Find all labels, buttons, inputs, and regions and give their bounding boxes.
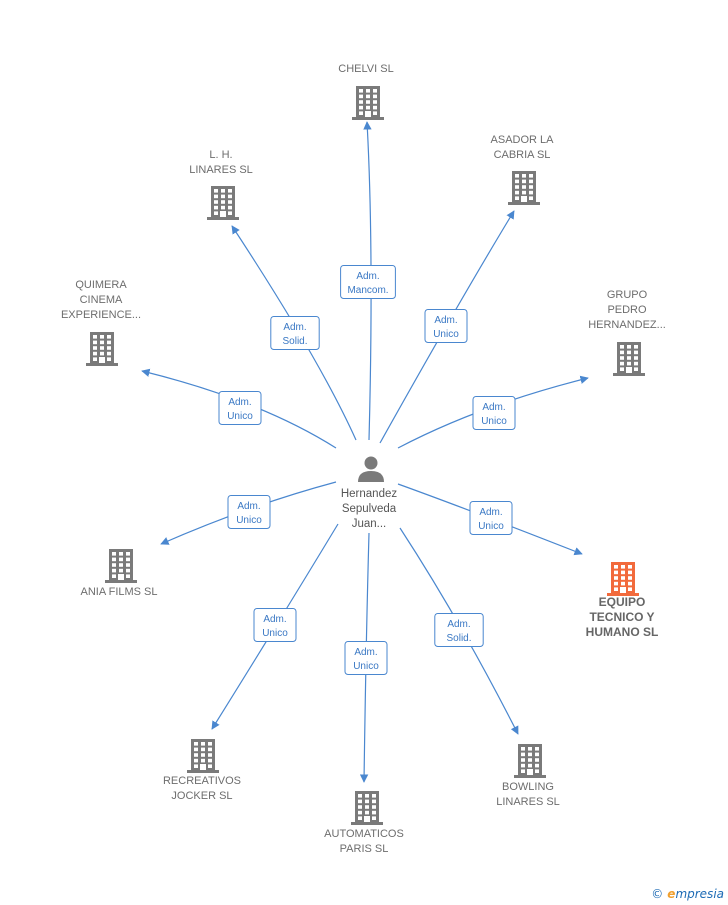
copyright-icon: © [651,887,664,901]
relation-label-line: Adm. [354,647,377,658]
relation-label-line: Solid. [282,336,307,347]
relation-label-line: Unico [236,515,262,526]
relation-label-chelvi[interactable]: Adm. Mancom. [340,265,396,299]
relation-label-line: Unico [478,521,504,532]
relation-label-line: Adm. [356,271,379,282]
relation-label-bowling[interactable]: Adm. Solid. [434,613,484,647]
company-label-line: PEDRO [607,304,647,316]
company-node-asador[interactable]: ASADOR LA CABRIA SL [491,134,555,205]
company-node-quimera[interactable]: QUIMERA CINEMA EXPERIENCE... [61,279,141,366]
relation-label-ania[interactable]: Adm. Unico [227,495,271,529]
company-node-recreativos[interactable]: RECREATIVOS JOCKER SL [163,739,241,802]
relation-label-line: Unico [262,628,288,639]
company-label-line: L. H. [209,149,232,161]
company-label-line: LINARES SL [189,164,253,176]
company-node-bowling[interactable]: BOWLING LINARES SL [496,744,560,808]
building-icon [105,549,137,583]
company-label-line: ANIA FILMS SL [80,586,157,598]
relation-label-equipo[interactable]: Adm. Unico [469,501,513,535]
company-label-line: ASADOR LA [491,134,555,146]
building-icon [352,86,384,120]
relation-label-quimera[interactable]: Adm. Unico [218,391,262,425]
company-label-line: RECREATIVOS [163,775,241,787]
building-icon [86,332,118,366]
person-icon [358,456,384,482]
relation-label-line: Solid. [446,633,471,644]
relation-label-line: Adm. [447,619,470,630]
relation-label-line: Adm. [263,614,286,625]
relation-label-line: Adm. [283,322,306,333]
company-label-line: CHELVI SL [338,63,393,75]
edges-layer [141,121,589,783]
relation-label-line: Adm. [482,402,505,413]
company-label-line: QUIMERA [75,279,127,291]
person-name-line: Hernandez [341,488,398,500]
relation-label-line: Unico [433,329,459,340]
relation-label-recreativos[interactable]: Adm. Unico [253,608,297,642]
company-label-line: LINARES SL [496,796,560,808]
relation-label-grupo[interactable]: Adm. Unico [472,396,516,430]
nodes-layer: CHELVI SL ASADOR LA CABRIA SL GRUPO PEDRO HER… [61,63,666,855]
company-label-line: CABRIA SL [494,149,551,161]
person-name-line: Sepulveda [342,503,397,515]
company-label-line: PARIS SL [340,843,389,855]
building-icon [351,791,383,825]
relation-label-line: Adm. [237,501,260,512]
person-name-line: Juan... [352,518,387,530]
company-label-line: HERNANDEZ... [588,319,666,331]
edge-labels-layer: Adm.Mancom.Adm.UnicoAdm.UnicoAdm.UnicoAd… [218,265,516,675]
company-label-line: AUTOMATICOS [324,828,404,840]
company-label-line: GRUPO [607,289,648,301]
company-label-line: TECNICO Y [589,610,654,624]
company-node-ania[interactable]: ANIA FILMS SL [80,549,158,598]
company-label-line: BOWLING [502,781,554,793]
relation-label-line: Adm. [434,315,457,326]
company-label-line: EQUIPO [599,595,646,609]
company-label-line: HUMANO SL [586,625,659,639]
company-label-line: EXPERIENCE... [61,309,141,321]
building-icon [607,562,639,596]
relation-label-line: Mancom. [347,285,388,296]
relation-label-asador[interactable]: Adm. Unico [424,309,468,343]
building-icon [207,186,239,220]
building-icon [514,744,546,778]
building-icon [613,342,645,376]
building-icon [187,739,219,773]
relation-label-line: Unico [353,661,379,672]
relation-label-automaticos[interactable]: Adm. Unico [344,641,388,675]
company-node-automaticos[interactable]: AUTOMATICOS PARIS SL [324,791,404,855]
center-person-node[interactable]: HernandezSepulvedaJuan... [341,456,398,531]
relation-label-linares[interactable]: Adm. Solid. [270,316,320,350]
brand-initial: e [667,887,676,901]
company-node-linares[interactable]: L. H. LINARES SL [189,149,253,220]
company-node-chelvi[interactable]: CHELVI SL [338,63,394,120]
relation-label-line: Unico [481,416,507,427]
company-label-line: CINEMA [80,294,123,306]
company-label-line: JOCKER SL [171,790,232,802]
relation-label-line: Adm. [479,507,502,518]
relation-label-line: Adm. [228,397,251,408]
relation-label-line: Unico [227,411,253,422]
building-icon [508,171,540,205]
empresia-brand[interactable]: ©empresia [651,887,724,901]
company-node-grupo[interactable]: GRUPO PEDRO HERNANDEZ... [588,289,666,376]
brand-name: mpresia [675,887,724,901]
